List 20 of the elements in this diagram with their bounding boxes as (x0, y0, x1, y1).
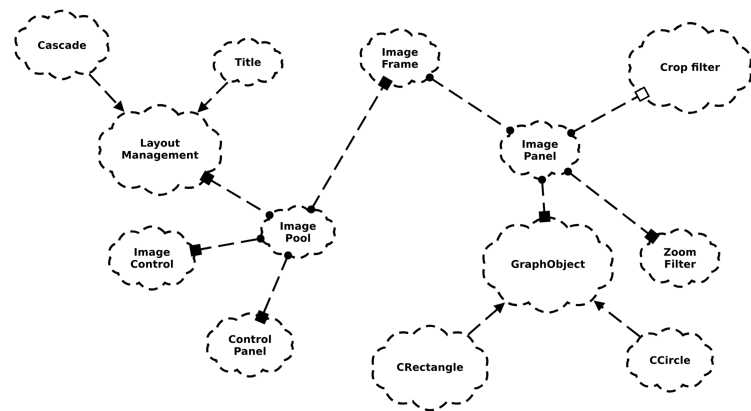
class-cloud: CCircle (626, 327, 714, 393)
association-line (426, 74, 514, 134)
class-cloud: Image Pool (260, 204, 336, 260)
class-cloud: Image Panel (500, 120, 580, 180)
association-line (538, 176, 550, 222)
class-cloud: Cascade (14, 10, 110, 80)
class-cloud: GraphObject (482, 216, 614, 314)
class-cloud: Image Control (108, 225, 196, 291)
class-cloud: Layout Management (98, 104, 222, 196)
association-line (307, 76, 393, 214)
class-cloud: Zoom Filter (640, 228, 720, 288)
association-line (200, 170, 274, 220)
class-cloud: Crop filter (628, 22, 751, 114)
class-cloud: Image Frame (360, 28, 440, 88)
association-line (564, 168, 660, 244)
association-line (254, 251, 292, 324)
class-cloud: CRectangle (372, 324, 488, 411)
class-cloud: Title (212, 37, 284, 87)
association-line (189, 234, 265, 257)
class-cloud: Control Panel (206, 312, 294, 378)
